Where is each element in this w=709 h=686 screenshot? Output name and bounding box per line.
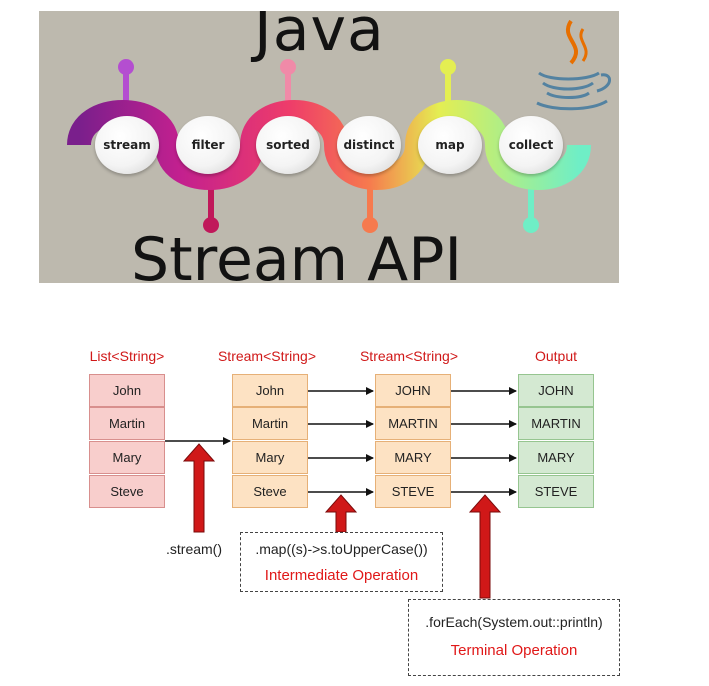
column-header-list: List<String> <box>89 348 165 364</box>
column-header-stream: Stream<String> <box>217 348 317 364</box>
pointer-arrow-intermediate <box>324 494 358 533</box>
stream-cell: Steve <box>232 475 308 508</box>
list-cell: Steve <box>89 475 165 508</box>
mapped-stream-cell: MARTIN <box>375 407 451 440</box>
pipeline-graphic <box>67 19 611 233</box>
op-bubble-sorted: sorted <box>256 116 320 174</box>
op-bubble-stream: stream <box>95 116 159 174</box>
stream-method-label: .stream() <box>166 541 222 557</box>
list-cell: Martin <box>89 407 165 440</box>
stream-cell: Martin <box>232 407 308 440</box>
intermediate-operation-label: Intermediate Operation <box>264 567 419 584</box>
stream-cell: Mary <box>232 441 308 474</box>
stream-cell: John <box>232 374 308 407</box>
pipeline-wave <box>67 100 591 190</box>
terminal-operation-box: .forEach(System.out::println) Terminal O… <box>408 599 620 676</box>
op-bubble-filter: filter <box>176 116 240 174</box>
column-header-mapped-stream: Stream<String> <box>359 348 459 364</box>
mapped-stream-cell: JOHN <box>375 374 451 407</box>
terminal-operation-code: .forEach(System.out::println) <box>425 614 603 630</box>
pointer-arrow-stream <box>182 443 216 533</box>
banner-title-java: Java <box>254 11 385 65</box>
column-header-output: Output <box>534 348 578 364</box>
output-cell: MARTIN <box>518 407 594 440</box>
mapped-stream-cell: MARY <box>375 441 451 474</box>
op-bubble-distinct: distinct <box>337 116 401 174</box>
output-cell: MARY <box>518 441 594 474</box>
mapped-stream-cell: STEVE <box>375 475 451 508</box>
pipeline-stems <box>118 59 539 233</box>
op-bubble-map: map <box>418 116 482 174</box>
output-cell: STEVE <box>518 475 594 508</box>
terminal-operation-label: Terminal Operation <box>450 642 578 659</box>
op-bubble-collect: collect <box>499 116 563 174</box>
list-cell: Mary <box>89 441 165 474</box>
intermediate-operation-code: .map((s)->s.toUpperCase()) <box>255 541 428 557</box>
output-cell: JOHN <box>518 374 594 407</box>
java-stream-api-banner: Java stream filter sorted distinct map c… <box>39 11 619 283</box>
banner-title-stream-api: Stream API <box>131 225 463 283</box>
pointer-arrow-terminal <box>468 494 502 599</box>
intermediate-operation-box: .map((s)->s.toUpperCase()) Intermediate … <box>240 532 443 592</box>
java-coffee-cup-icon <box>536 19 611 111</box>
list-cell: John <box>89 374 165 407</box>
